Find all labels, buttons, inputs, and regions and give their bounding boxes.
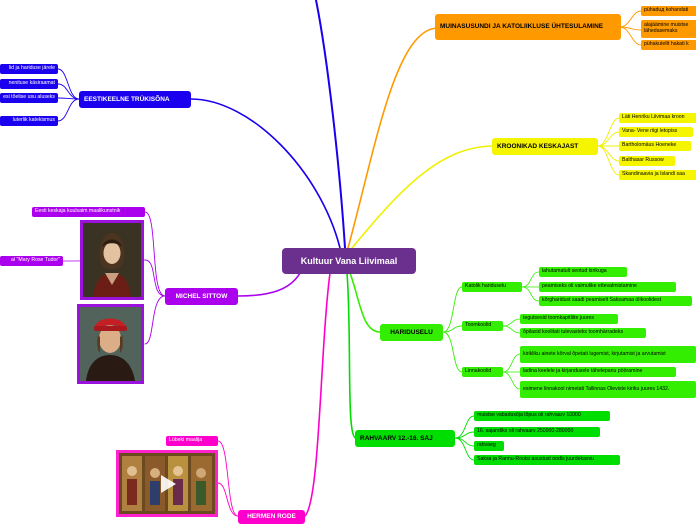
connector-rahvaarv bbox=[346, 272, 357, 439]
topic-kroonikad[interactable]: KROONIKAD KESKAJAST bbox=[492, 138, 598, 155]
topic-haridus[interactable]: HARIDUSELU bbox=[380, 324, 443, 341]
kroonikad-item[interactable]: Vana- Vene riigi letopiss bbox=[619, 127, 693, 137]
muinasusund-item[interactable]: pühaduд kohandati bbox=[641, 6, 696, 16]
portrait-woman-drawing bbox=[83, 223, 141, 297]
eesti-item[interactable]: lid ja hariduse järele bbox=[0, 64, 58, 74]
kroonikad-item[interactable]: Skandinaavia ja Islandi saa bbox=[619, 170, 696, 180]
topic-sittow-label: MICHEL SITTOW bbox=[175, 292, 228, 300]
topic-rahvaarv-label: RAHVAARV 12.-16. SAJ bbox=[360, 434, 433, 442]
haridus-sub-katolik[interactable]: Katolik hariduselu bbox=[462, 282, 522, 292]
rahvaarv-item[interactable]: muistse vabadusõja lõpus oli rahvaarv 10… bbox=[474, 411, 610, 421]
kroonikad-item[interactable]: Läti Henriku Liivimaa kroon bbox=[619, 113, 696, 123]
connector-haridus bbox=[349, 272, 381, 333]
topic-rode[interactable]: HERMEN RODE bbox=[238, 510, 305, 524]
eesti-item[interactable]: luterlik katekismus bbox=[0, 116, 58, 126]
topic-rode-label: HERMEN RODE bbox=[247, 513, 296, 521]
connector-rode bbox=[304, 272, 331, 517]
portrait-man-drawing bbox=[80, 307, 141, 381]
linna-item[interactable]: kirikliku ainete kõrval õpetati lugemist… bbox=[520, 346, 696, 363]
connector-muinasusund bbox=[347, 27, 439, 249]
muinasusund-item[interactable]: pühakuteltt hakati k bbox=[641, 40, 696, 50]
topic-eesti-label: EESTIKEELNE TRÜKISÕNA bbox=[84, 95, 170, 103]
topic-kroonikad-label: KROONIKAD KESKAJAST bbox=[497, 142, 579, 150]
connector-sittow bbox=[237, 272, 301, 297]
haridus-sub-linna[interactable]: Linnakoolid bbox=[462, 367, 503, 377]
topic-eesti[interactable]: EESTIKEELNE TRÜKISÕNA bbox=[79, 91, 191, 108]
sittow-item[interactable]: al "Mary Rose Tudor" bbox=[0, 256, 63, 266]
linna-item[interactable]: esimene linnakool nimetati Tallinnas Ole… bbox=[520, 381, 696, 398]
linna-item[interactable]: ladina keelele ja kirjandusele tähelepan… bbox=[520, 367, 676, 377]
kroonikad-item[interactable]: Balthasar Russow bbox=[619, 156, 675, 166]
connector-kroonikad bbox=[351, 145, 495, 249]
topic-sittow[interactable]: MICHEL SITTOW bbox=[165, 288, 238, 305]
haridus-sub-toom[interactable]: Toomkoolid bbox=[462, 321, 503, 331]
portrait-mary-rose-tudor-image[interactable] bbox=[80, 220, 144, 300]
rode-video-thumbnail[interactable] bbox=[116, 450, 218, 517]
central-topic-label: Kultuur Vana Liivimaal bbox=[300, 255, 398, 266]
topic-muinasusund[interactable]: MUINASUSUNDI JA KATOLIIKLUSE ÜHTESULAMIN… bbox=[435, 14, 621, 40]
connector-top-blue bbox=[315, 0, 346, 249]
katolik-item[interactable]: peamiseks oli vaimulike ettevalmistamine bbox=[539, 282, 676, 292]
play-icon[interactable] bbox=[161, 474, 176, 493]
central-topic[interactable]: Kultuur Vana Liivimaal bbox=[282, 248, 416, 274]
topic-muinasusund-label: MUINASUSUNDI JA KATOLIIKLUSE ÜHTESULAMIN… bbox=[440, 23, 604, 31]
rahvaarv-item[interactable]: Saksa ja Rannu-Rootsi asustust oodis juu… bbox=[474, 455, 620, 465]
rahvaarv-item[interactable]: rahvaeg bbox=[474, 441, 504, 451]
connector-eesti bbox=[190, 98, 341, 249]
eesti-item[interactable]: nenituse käsiraamat bbox=[0, 79, 58, 89]
portrait-man-red-hat-image[interactable] bbox=[77, 304, 144, 384]
kroonikad-item[interactable]: Bartholomäus Hoeneke bbox=[619, 141, 691, 151]
sittow-item[interactable]: Eesti keskaja kuulsaim maalikunstnik bbox=[32, 207, 145, 217]
rahvaarv-item[interactable]: 16. sajandiks oli rahvaarv 250000-280000 bbox=[474, 427, 600, 437]
topic-haridus-label: HARIDUSELU bbox=[390, 328, 433, 336]
toom-item[interactable]: õpilasid koolitati tulevasteks toomhärra… bbox=[520, 328, 646, 338]
katolik-item[interactable]: kõrgharidust saadi peamiselt Saksamaa ül… bbox=[539, 296, 692, 306]
toom-item[interactable]: tegutsesid toomkapitliite juures bbox=[520, 314, 618, 324]
katolik-item[interactable]: lahutamatult seotud kirikuga bbox=[539, 267, 627, 277]
topic-rahvaarv[interactable]: RAHVAARV 12.-16. SAJ bbox=[355, 430, 455, 447]
rode-item[interactable]: Lübeki maalija bbox=[166, 436, 218, 446]
muinasusund-item[interactable]: alajäämine muistse lähedasemaks bbox=[641, 20, 696, 38]
eesti-item[interactable]: esi tõelise usu aluseks bbox=[0, 93, 58, 103]
